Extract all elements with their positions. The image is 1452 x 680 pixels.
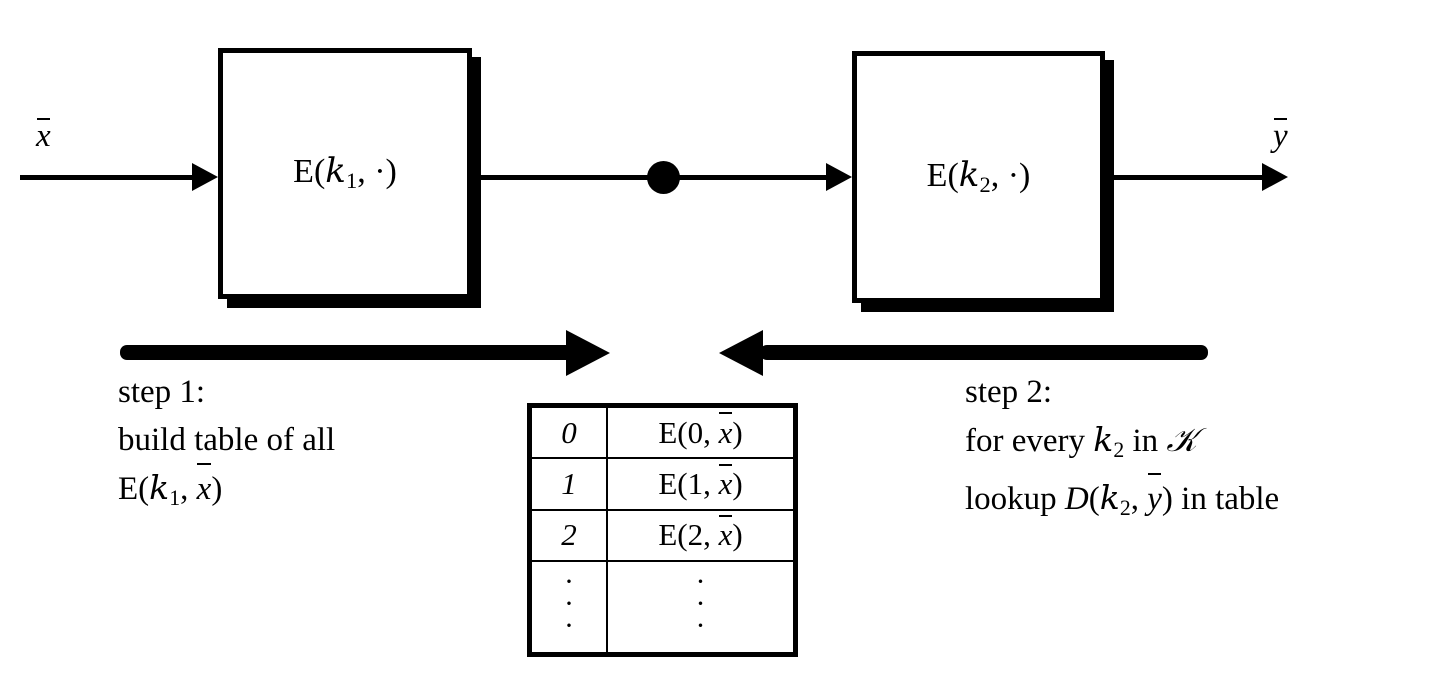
midpoint-dot-icon [647, 161, 680, 194]
table-row: 1 E(1, x) [532, 457, 793, 511]
table-row: 0 E(0, x) [532, 408, 793, 460]
block-encrypt-2[interactable]: E(k2, ·) [852, 51, 1105, 303]
table-row: ··· ··· [532, 560, 793, 652]
step-1-line-2: build table of all [118, 422, 336, 458]
step-1-caption: step 1: build table of all E(k1, x) [118, 368, 335, 522]
step-1-arrowhead-icon [566, 330, 610, 376]
input-signal-label: x [36, 117, 51, 154]
block-encrypt-1-label: E(k1, ·) [293, 151, 397, 194]
input-signal-text: x [36, 117, 51, 154]
table-cell-value: E(0, x) [606, 408, 793, 460]
step-1-line-3: E(k1, x) [118, 462, 335, 522]
step-2-arrow-shaft [760, 345, 1208, 360]
table-cell-value: E(2, x) [606, 508, 793, 563]
table-cell-value-ellipsis: ··· [606, 560, 793, 652]
step-2-caption: step 2: for every k2 in 𝒦 lookup D(k2, y… [965, 368, 1279, 532]
table-row: 2 E(2, x) [532, 508, 793, 563]
vertical-ellipsis-icon: ··· [564, 564, 574, 643]
output-wire [1105, 175, 1267, 180]
step-1-heading: step 1: [118, 374, 206, 410]
table-cell-key: 2 [532, 508, 608, 563]
output-arrowhead-icon [1262, 163, 1288, 191]
keyspace-symbol: 𝒦 [1166, 420, 1198, 459]
output-signal-label: y [1273, 117, 1288, 154]
table-cell-key: 0 [532, 408, 608, 460]
step-2-heading: step 2: [965, 374, 1053, 410]
block-encrypt-1[interactable]: E(k1, ·) [218, 48, 472, 299]
table-cell-key-ellipsis: ··· [532, 560, 608, 652]
step-2-arrowhead-icon [719, 330, 763, 376]
step-2-line-2: for every k2 in 𝒦 [965, 420, 1198, 463]
table-cell-key: 1 [532, 457, 608, 511]
vertical-ellipsis-icon: ··· [695, 564, 706, 643]
step-1-arrow-shaft [120, 345, 575, 360]
output-signal-text: y [1273, 117, 1288, 154]
step-2-line-3: lookup D(k2, y) in table [965, 472, 1279, 532]
table-cell-value: E(1, x) [606, 457, 793, 511]
input-arrowhead-icon [192, 163, 218, 191]
block-encrypt-2-label: E(k2, ·) [926, 154, 1031, 197]
middle-arrowhead-icon [826, 163, 852, 191]
input-wire [20, 175, 196, 180]
precomputed-lookup-table: 0 E(0, x) 1 E(1, x) 2 E(2, x) [527, 403, 798, 657]
